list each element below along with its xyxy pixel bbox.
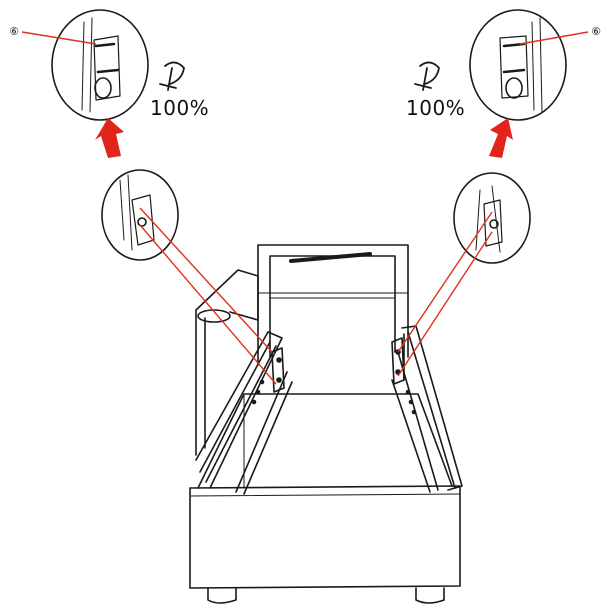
seat-base [189, 393, 461, 589]
back-panel [257, 244, 409, 366]
left-armrest [195, 269, 259, 456]
bracket-left [251, 347, 285, 405]
rotate-clockwise-icon [159, 61, 185, 91]
sofa-feet [207, 587, 445, 604]
detail-circle-left-large [51, 9, 149, 121]
bracket-right [391, 337, 417, 415]
detail-circle-left-small [101, 169, 179, 261]
rotation-percent-left: 100% [150, 96, 210, 120]
right-side-rail [391, 325, 463, 493]
rotate-clockwise-icon [414, 61, 440, 91]
up-arrow-icon [95, 118, 124, 158]
detail-circle-right-large [469, 9, 567, 121]
leader-lines [21, 31, 589, 385]
detail-circle-right-small [453, 172, 531, 264]
rotation-percent-right: 100% [406, 96, 466, 120]
part-callout-right: ⑥ [591, 25, 601, 38]
part-callout-left: ⑥ [9, 25, 19, 38]
up-arrow-icon [489, 118, 513, 158]
